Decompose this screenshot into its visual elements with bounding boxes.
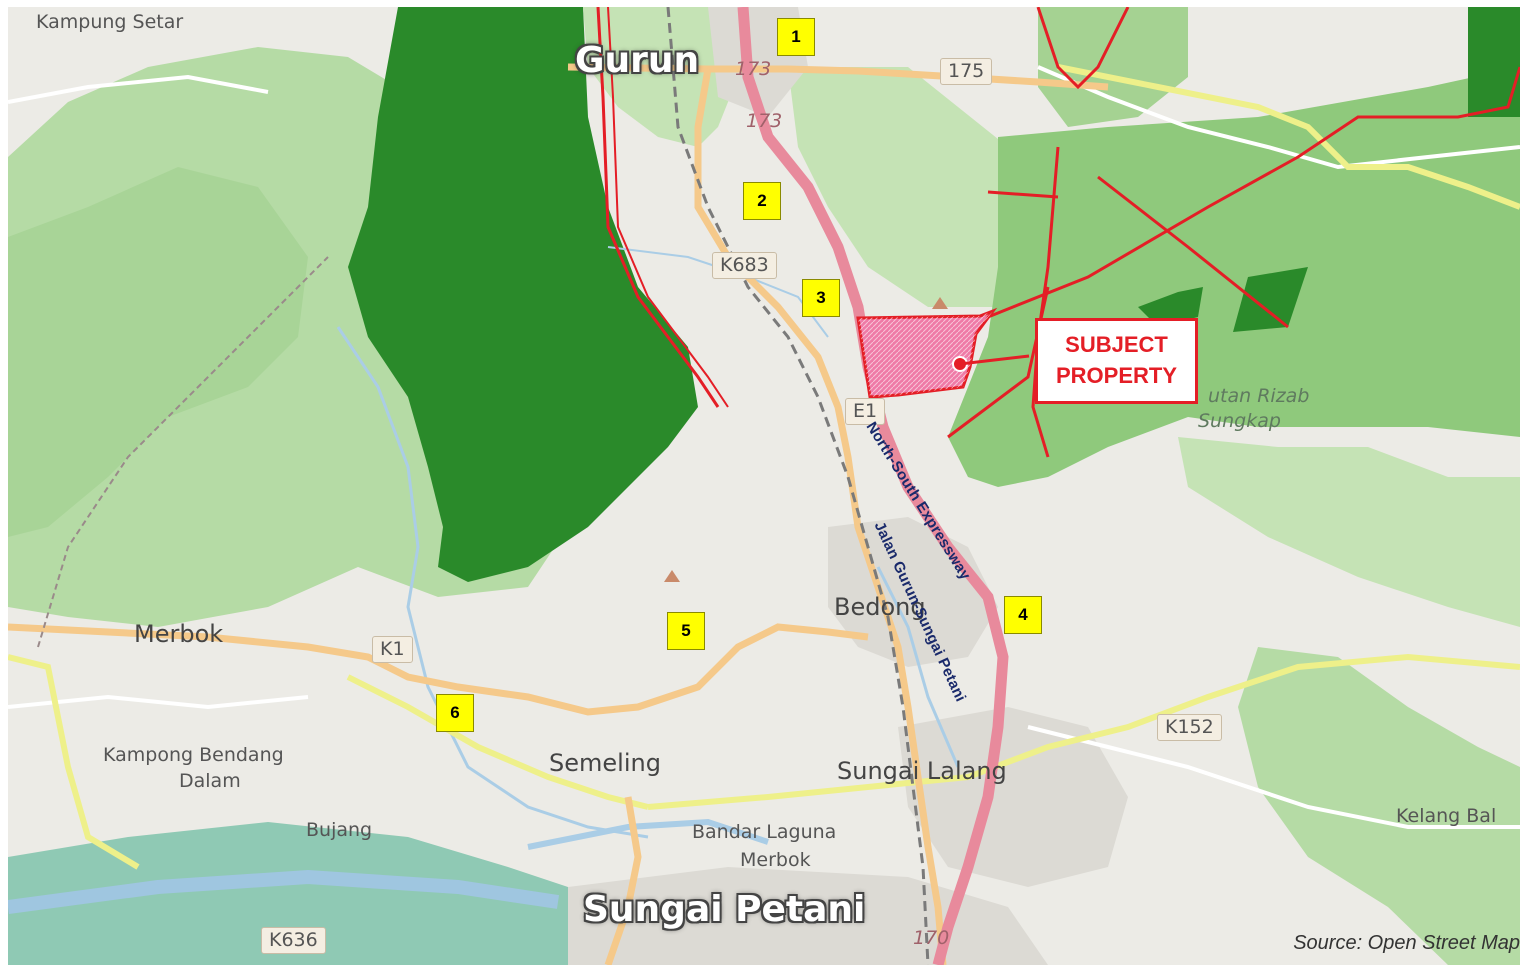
mangrove-area <box>8 822 568 965</box>
place-label-semeling: Semeling <box>549 749 661 777</box>
forest-dark-patch-ne <box>1468 7 1520 117</box>
power-line-4 <box>987 66 1520 319</box>
road-shield-k636: K636 <box>261 927 326 954</box>
forest-south-east <box>1178 437 1520 627</box>
river-3 <box>876 566 960 768</box>
map-marker-1[interactable]: 1 <box>777 18 815 56</box>
forest-west-area-2 <box>8 167 308 537</box>
power-line-1b <box>607 7 729 408</box>
subject-pointer-line <box>959 354 1030 366</box>
map-marker-3[interactable]: 3 <box>802 279 840 317</box>
power-line-6 <box>1097 175 1289 329</box>
forest-reserve-east-2 <box>1038 7 1188 127</box>
yellow-road-2 <box>647 653 1520 810</box>
peak-icon <box>932 297 948 309</box>
subject-callout-line1: SUBJECT <box>1065 332 1168 358</box>
forest-dark-patch-1 <box>1233 267 1308 332</box>
road-number-173-b: 173 <box>746 110 783 132</box>
power-line-2 <box>1036 7 1130 90</box>
place-label-sungai-petani: Sungai Petani <box>583 889 866 930</box>
place-label-gurun: Gurun <box>575 40 700 81</box>
road-number-173-a: 173 <box>735 58 772 80</box>
place-label-kampung-setar: Kampung Setar <box>36 11 184 33</box>
minor-road-4 <box>1027 725 1520 829</box>
map-marker-5[interactable]: 5 <box>667 612 705 650</box>
place-label-sungai-lalang: Sungai Lalang <box>837 757 1007 785</box>
map-marker-2[interactable]: 2 <box>743 182 781 220</box>
forest-far-south-east <box>1238 647 1520 965</box>
road-number-170: 170 <box>913 927 950 949</box>
place-label-kelang-bali: Kelang Bal <box>1396 805 1497 827</box>
map-marker-6[interactable]: 6 <box>436 694 474 732</box>
water-channel-2 <box>527 818 769 850</box>
road-shield-k152: K152 <box>1157 714 1222 741</box>
urban-sungai-lalang <box>898 707 1128 887</box>
subject-property-hatch <box>858 311 993 397</box>
forest-label-hutan-rizab-1: utan Rizab <box>1208 385 1310 407</box>
power-line-5 <box>947 286 1050 439</box>
forest-dark-patch-2 <box>1138 287 1203 327</box>
place-label-kampong-bendang-2: Dalam <box>179 770 241 792</box>
minor-road-3 <box>1037 65 1520 170</box>
place-label-merbok: Merbok <box>134 620 224 648</box>
minor-road-1 <box>8 74 269 104</box>
map-view[interactable]: Kampung Setar Gurun Merbok Kampong Benda… <box>8 7 1520 965</box>
orange-road-south <box>604 796 642 965</box>
place-label-bujang: Bujang <box>306 819 373 841</box>
peak-icon <box>664 570 680 582</box>
expressway-line <box>737 7 1009 965</box>
orange-road-north-south <box>694 68 947 965</box>
place-label-kampong-bendang-1: Kampong Bendang <box>103 744 284 766</box>
subject-callout-line2: PROPERTY <box>1055 363 1178 388</box>
forest-north-east <box>788 67 1018 307</box>
road-shield-k683: K683 <box>712 252 777 279</box>
map-canvas <box>8 7 1520 965</box>
place-label-bedong: Bedong <box>834 593 926 621</box>
subject-property-callout[interactable]: SUBJECT PROPERTY <box>1035 318 1198 404</box>
road-shield-175: 175 <box>940 58 993 85</box>
yellow-road-1 <box>346 674 649 810</box>
orange-road-west <box>8 623 869 716</box>
power-line-7 <box>987 190 1059 199</box>
place-label-bandar-laguna-1: Bandar Laguna <box>692 821 837 843</box>
dark-forest <box>348 7 698 582</box>
forest-label-hutan-rizab-2: Sungkap <box>1198 410 1281 432</box>
map-marker-4[interactable]: 4 <box>1004 596 1042 634</box>
forest-north <box>583 7 748 147</box>
power-line-1 <box>596 7 720 408</box>
water-channel <box>8 869 560 914</box>
yellow-road-3 <box>1057 64 1520 210</box>
yellow-road-4 <box>8 654 140 870</box>
road-shield-e1: E1 <box>845 398 886 425</box>
river-1 <box>336 326 649 839</box>
map-source-note: Source: Open Street Map <box>1293 932 1520 954</box>
road-shield-k1: K1 <box>372 636 413 663</box>
place-label-bandar-laguna-2: Merbok <box>740 849 811 871</box>
